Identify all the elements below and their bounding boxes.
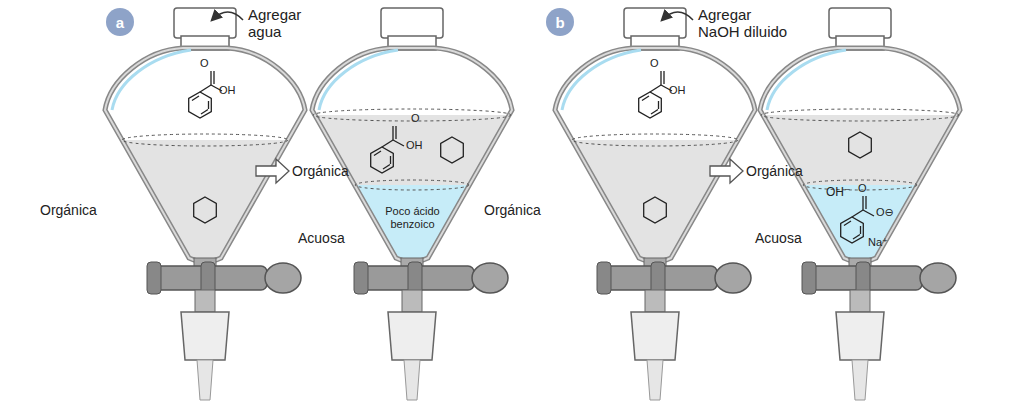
atom-label: OH [669,84,686,97]
atom-label: O [411,112,420,125]
phase-label: Acuosa [755,230,802,246]
panel-badge: b [546,8,574,36]
atom-label: O [200,57,209,70]
atom-label: O [650,57,659,70]
phase-note: Poco ácido benzoico [375,205,450,230]
panel-badge: a [106,8,134,36]
atom-label: OH [219,84,236,97]
ion-label: OH⁻ [826,186,850,200]
instruction-text: Agregar NaOH diluido [698,6,788,41]
phase-label: Orgánica [746,163,803,179]
ion-label: Na⁺ [868,236,888,249]
phase-label: Orgánica [292,163,349,179]
instruction-text: Agregar agua [248,6,318,41]
atom-label: O [858,182,867,195]
badge-letter: b [555,14,564,31]
badge-letter: a [116,14,124,31]
atom-label: OH [406,139,423,152]
ion-label: O⊖ [876,206,894,219]
phase-label: Orgánica [484,202,541,218]
phase-label: Orgánica [40,202,97,218]
phase-label: Acuosa [298,230,345,246]
